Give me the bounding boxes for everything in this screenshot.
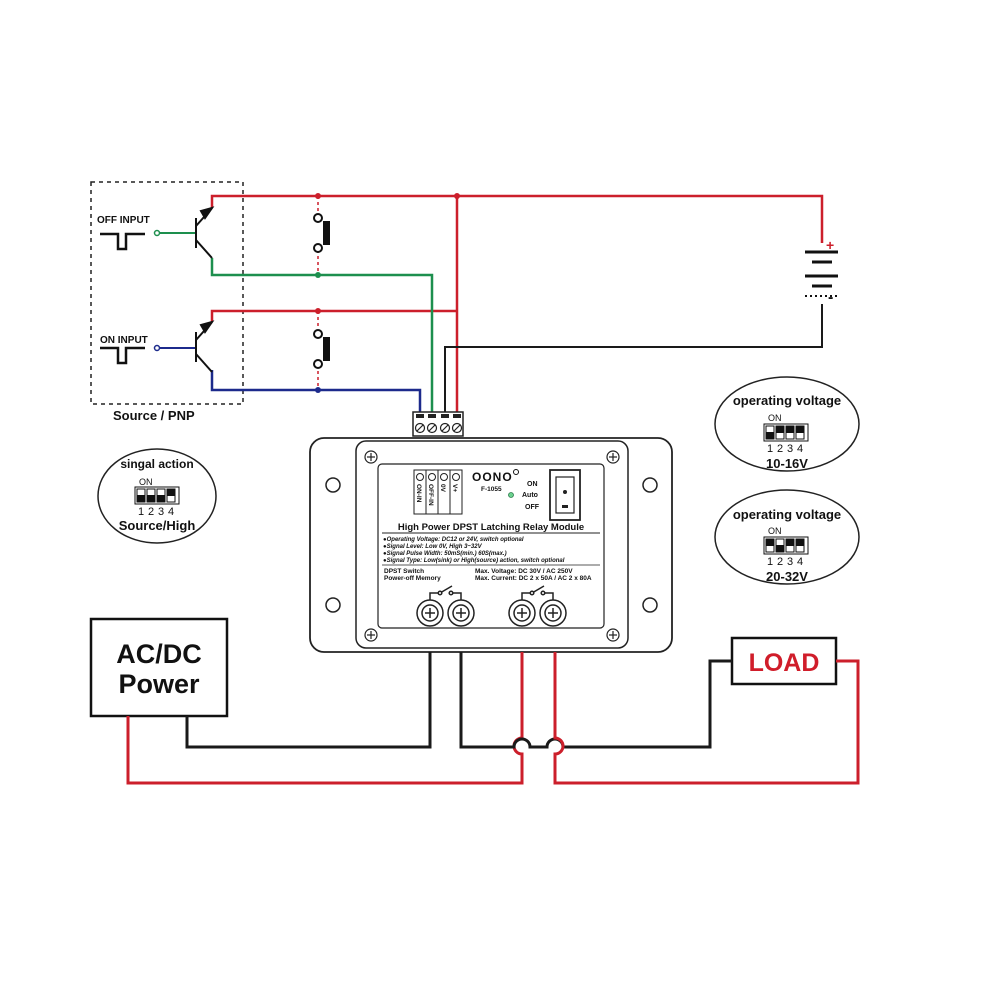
black-wire-power-out (185, 652, 432, 749)
input-group-box (90, 181, 244, 405)
voltage-high-dip-1: 1 (767, 556, 773, 568)
input-group-label: Source / PNP (113, 408, 195, 423)
off-input-pulse-icon (100, 232, 145, 251)
voltage-high-dip-3: 3 (787, 556, 793, 568)
terminal-label-on-in: ON-IN (415, 484, 422, 503)
red-wire-top (210, 194, 824, 243)
on-transistor-icon (195, 320, 215, 373)
red-wire-load (553, 652, 860, 785)
signal-action-dip-1: 1 (138, 506, 144, 518)
voltage-high-dip-switch-icon (763, 536, 809, 555)
input-terminal-block[interactable] (412, 411, 464, 437)
voltage-low-dip-4: 4 (797, 443, 803, 455)
on-input-node (153, 344, 161, 352)
spec-line-1: ●Operating Voltage: DC12 or 24V, switch … (383, 537, 524, 543)
module-brand: OONO (472, 470, 513, 484)
module-right-note-1: Max. Voltage: DC 30V / AC 250V (475, 568, 573, 575)
black-wire-load (459, 652, 732, 749)
module-left-note-2: Power-off Memory (384, 575, 441, 582)
spec-line-2: ●Signal Level: Low 0V, High 3~32V (383, 544, 483, 550)
spec-line-3: ●Signal Pulse Width: 50mS(min.) 60S(max.… (383, 551, 507, 557)
module-right-note-2: Max. Current: DC 2 x 50A / AC 2 x 80A (475, 575, 592, 582)
off-input-node (153, 229, 161, 237)
voltage-low-dip-on: ON (768, 413, 782, 423)
signal-action-dip-switch-icon (134, 486, 180, 505)
battery-plus: + (826, 237, 834, 253)
terminal-label-0v: 0V (439, 484, 446, 493)
signal-action-dip-3: 3 (158, 506, 164, 518)
battery-minus: - (828, 289, 833, 306)
brand-mark-icon (513, 469, 519, 475)
voltage-low-dip-2: 2 (777, 443, 783, 455)
black-wire-0v (444, 304, 823, 412)
voltage-high-title: operating voltage (733, 507, 841, 522)
signal-action-caption: Source/High (119, 518, 196, 533)
red-wire-on-branch (210, 309, 457, 322)
on-input-pulse-icon (100, 346, 145, 365)
module-model: F-1055 (481, 486, 502, 493)
voltage-high-caption: 20-32V (766, 569, 808, 584)
switch-off-label: OFF (525, 504, 540, 511)
mount-hole-br (642, 597, 658, 613)
module-title: High Power DPST Latching Relay Module (398, 522, 584, 533)
signal-action-title: singal action (120, 457, 193, 471)
voltage-low-caption: 10-16V (766, 456, 808, 471)
voltage-high-dip-4: 4 (797, 556, 803, 568)
mount-hole-tl (325, 477, 341, 493)
terminal-label-vplus: V+ (451, 484, 458, 492)
signal-action-dip-4: 4 (168, 506, 174, 518)
voltage-high-dip-2: 2 (777, 556, 783, 568)
off-push-button-icon[interactable] (310, 212, 330, 253)
mount-hole-bl (325, 597, 341, 613)
on-push-button-icon[interactable] (310, 326, 330, 370)
power-label-line-2: Power (118, 669, 200, 699)
output-terminals[interactable] (416, 599, 567, 627)
mode-rocker-switch[interactable] (549, 469, 581, 521)
voltage-low-dip-1: 1 (767, 443, 773, 455)
status-led-icon (508, 492, 514, 498)
signal-action-dip-2: 2 (148, 506, 154, 518)
on-input-label: ON INPUT (100, 335, 148, 346)
power-label-line-1: AC/DC (116, 639, 202, 669)
voltage-low-dip-3: 3 (787, 443, 793, 455)
panel-terminal-labels (413, 469, 463, 515)
off-transistor-icon (195, 206, 215, 259)
battery-icon (800, 243, 844, 304)
relay-contact-symbol-icon (429, 585, 554, 600)
terminal-label-off-in: OFF-IN (427, 484, 434, 506)
load-label: LOAD (749, 649, 820, 677)
spec-line-4: ●Signal Type: Low(sink) or High(source) … (383, 558, 565, 564)
module-left-note-1: DPST Switch (384, 568, 424, 575)
green-wire-off (210, 258, 434, 412)
mount-hole-tr (642, 477, 658, 493)
load-box (730, 636, 838, 686)
switch-on-label: ON (527, 481, 538, 488)
switch-auto-label: Auto (522, 492, 538, 499)
off-input-label: OFF INPUT (97, 215, 150, 226)
voltage-low-dip-switch-icon (763, 423, 809, 442)
junction-dots (315, 193, 460, 393)
voltage-low-title: operating voltage (733, 393, 841, 408)
signal-action-dip-on: ON (139, 477, 153, 487)
power-source-box (89, 617, 229, 718)
voltage-high-dip-on: ON (768, 526, 782, 536)
